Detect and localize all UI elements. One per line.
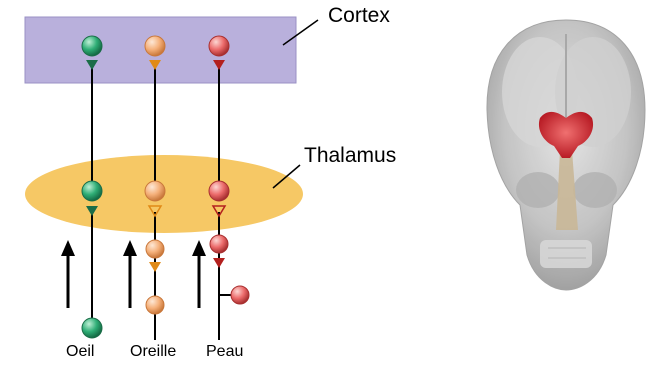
cortex-label: Cortex	[328, 4, 390, 28]
synapse-triangle-red	[213, 258, 225, 268]
thalamus-neuron-orange	[145, 181, 165, 201]
receptor-neuron-ear	[146, 296, 164, 314]
synapse-triangle-orange	[149, 262, 161, 272]
relay-neuron-orange	[146, 240, 164, 258]
cortex-neuron-orange	[145, 36, 165, 56]
receptor-neuron-eye	[82, 318, 102, 338]
thalamus-neuron-green	[82, 181, 102, 201]
eye-label: Oeil	[66, 343, 94, 361]
cortex-neuron-red	[209, 36, 229, 56]
relay-neuron-red	[210, 235, 228, 253]
cortex-neuron-green	[82, 36, 102, 56]
brain-thalamus-illustration	[487, 20, 645, 290]
up-arrow-icon	[123, 240, 137, 308]
thalamus-label: Thalamus	[304, 144, 396, 168]
thalamus-neuron-red	[209, 181, 229, 201]
skin-label: Peau	[206, 343, 243, 361]
up-arrow-icon	[192, 240, 206, 308]
up-arrow-icon	[61, 240, 75, 308]
receptor-neuron-skin	[231, 286, 249, 304]
ear-label: Oreille	[130, 343, 176, 361]
